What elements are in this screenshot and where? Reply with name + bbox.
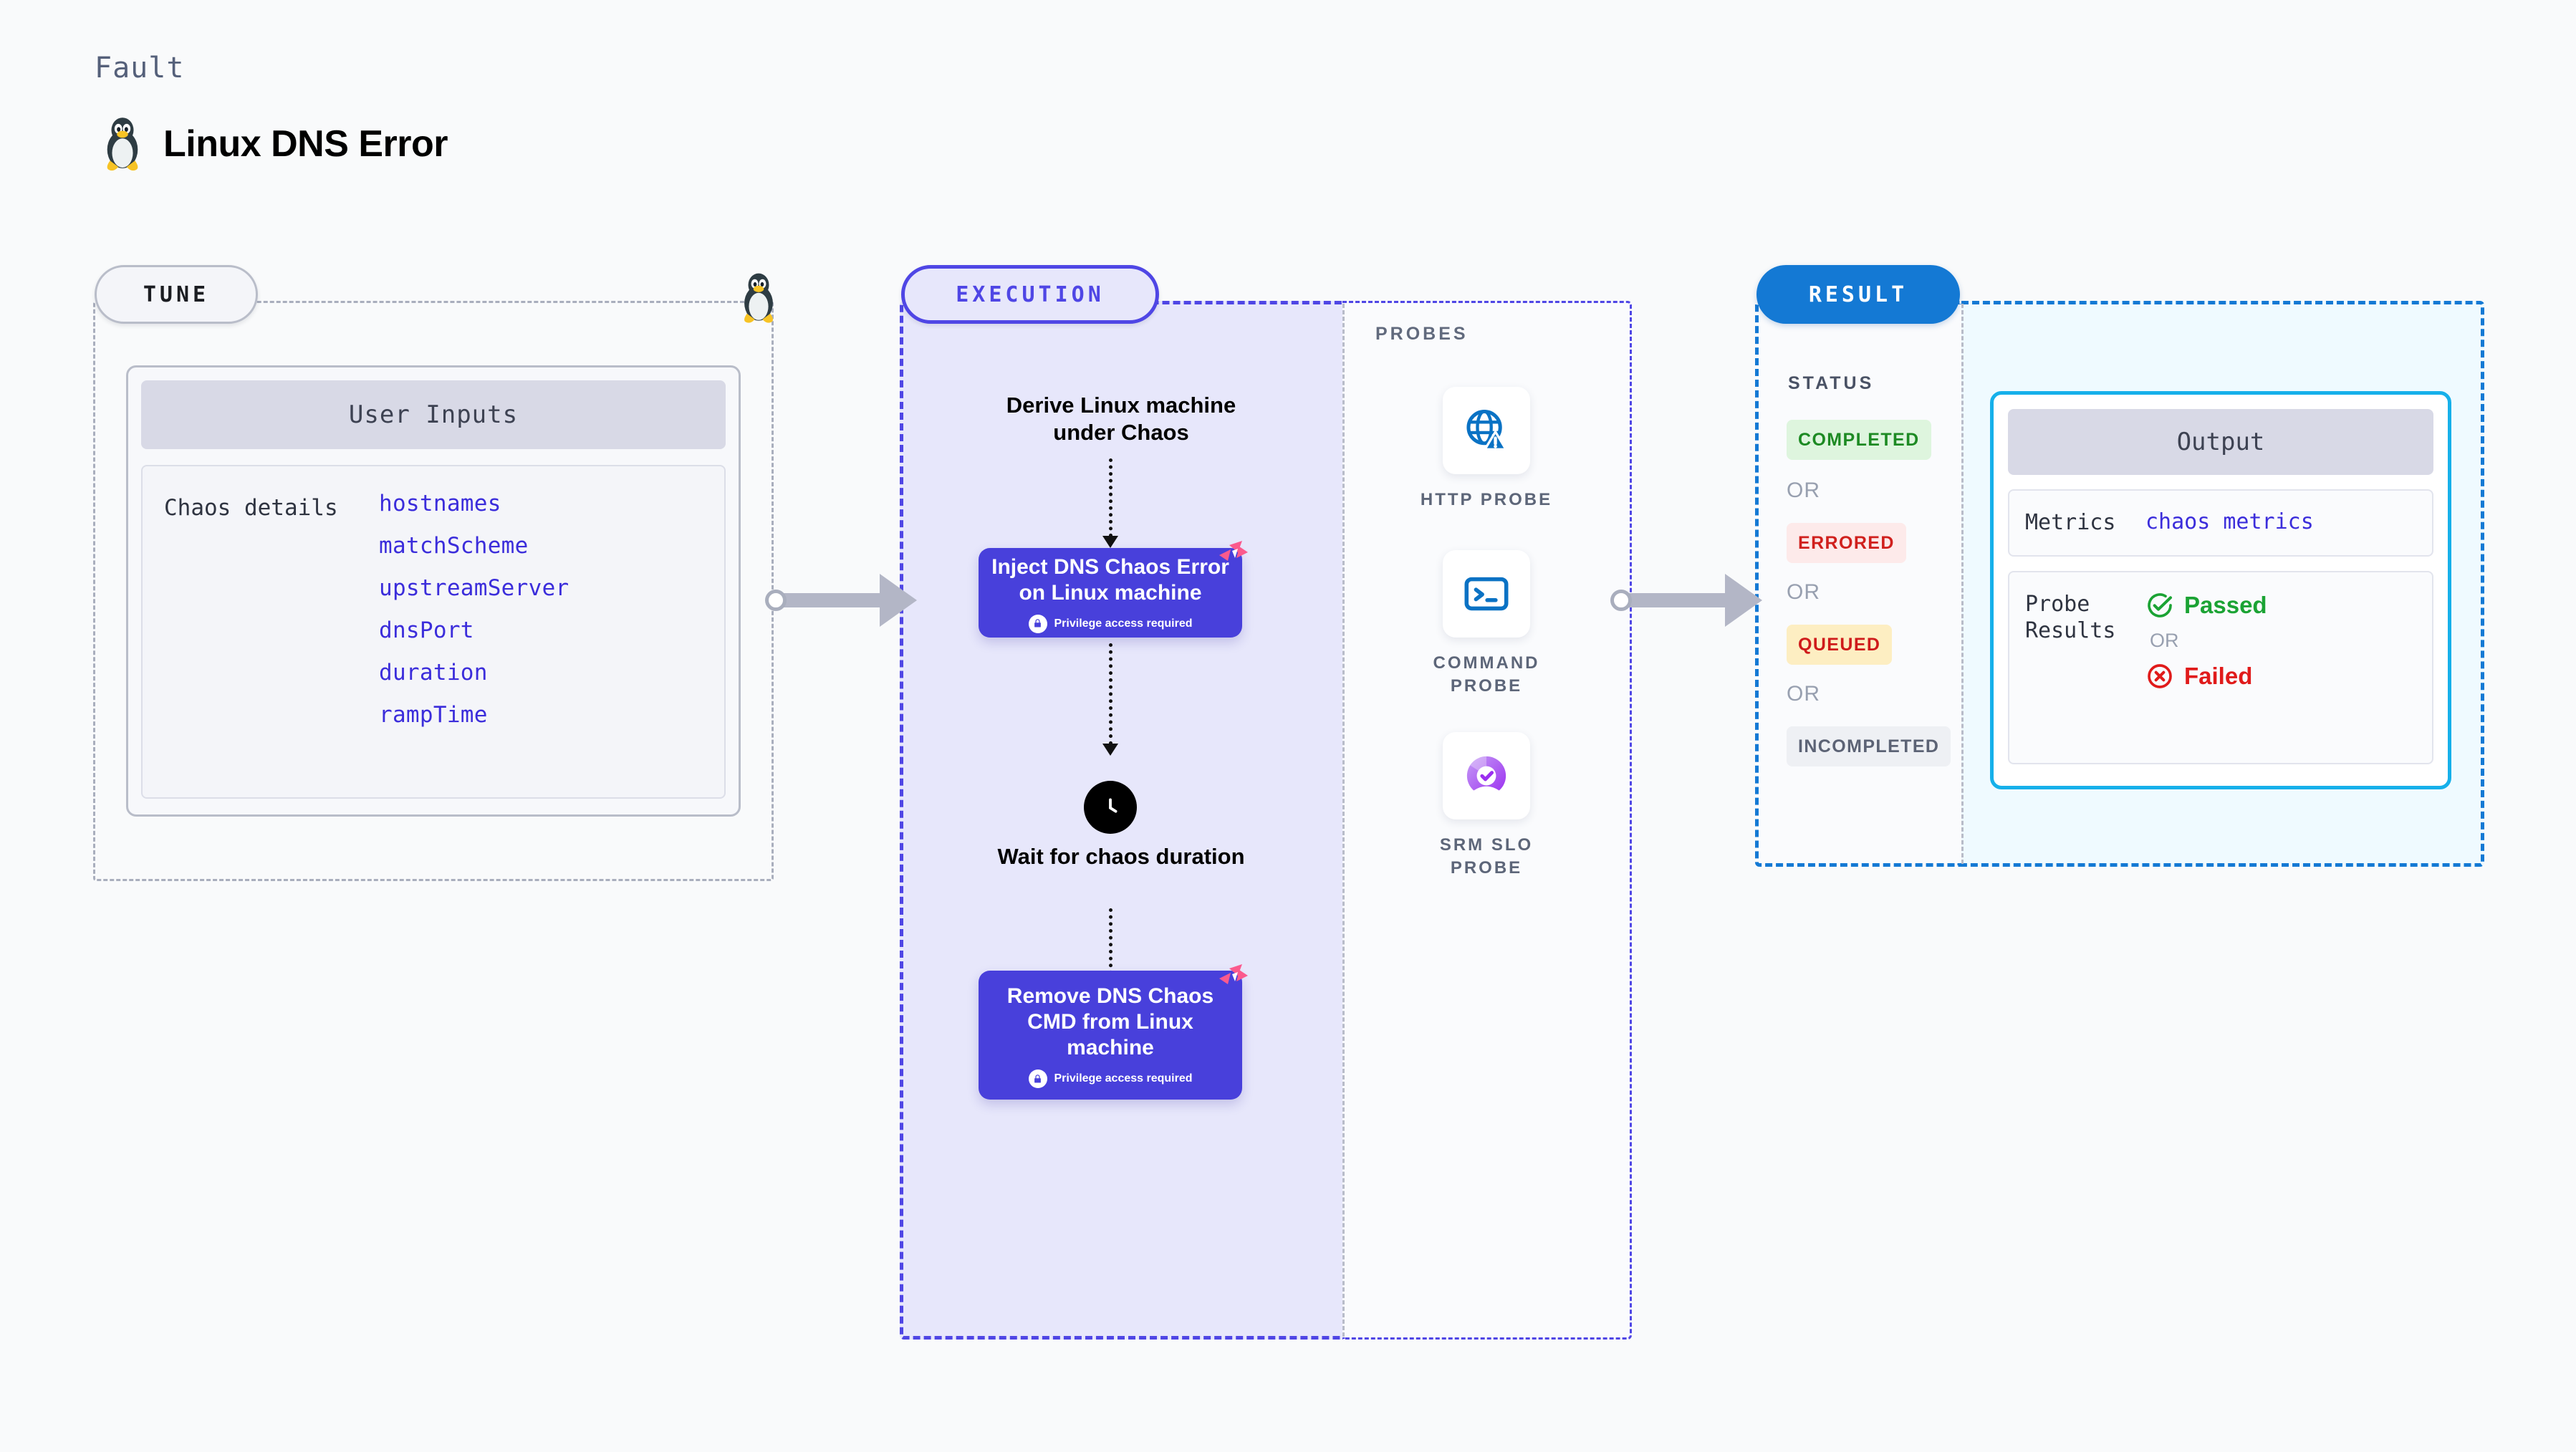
connector-execution-to-result (1610, 574, 1762, 627)
user-inputs-body: Chaos details hostnames matchScheme upst… (141, 465, 726, 799)
verdict-passed: Passed (2145, 591, 2267, 620)
status-or-2: OR (1787, 580, 1820, 604)
verdict-failed-label: Failed (2184, 662, 2253, 689)
page-title-row: Linux DNS Error (100, 115, 448, 173)
clock-icon (1084, 781, 1137, 834)
page-eyebrow: Fault (95, 52, 185, 85)
output-probe-key: Probe Results (2025, 591, 2116, 644)
probe-srm-slo[interactable]: SRM SLO PROBE (1415, 732, 1558, 880)
probe-http-card[interactable] (1443, 387, 1530, 474)
slo-donut-check-icon (1466, 756, 1506, 799)
output-title: Output (2008, 409, 2433, 475)
stage-badge-tune[interactable]: TUNE (95, 265, 258, 324)
node-remove-privilege-text: Privilege access required (1054, 1072, 1193, 1085)
connector-tune-to-execution (765, 574, 917, 627)
status-badge-completed: COMPLETED (1787, 420, 1931, 460)
node-remove-dns-chaos[interactable]: Remove DNS Chaos CMD from Linux machine … (979, 971, 1242, 1100)
chaos-mark-icon (1219, 541, 1248, 561)
node-inject-dns-chaos[interactable]: Inject DNS Chaos Error on Linux machine … (979, 548, 1242, 638)
node-inject-privilege-note: Privilege access required (1028, 614, 1193, 633)
chaos-mark-icon (1219, 964, 1248, 984)
probe-command[interactable]: COMMAND PROBE (1415, 550, 1558, 698)
connector-start-dot (1610, 590, 1632, 611)
output-probe-verdicts: Passed OR Failed (2145, 591, 2267, 744)
probe-srm-slo-label: SRM SLO PROBE (1439, 835, 1534, 878)
status-badge-queued: QUEUED (1787, 625, 1893, 665)
connector-bar (1629, 593, 1729, 607)
input-upstreamserver[interactable]: upstreamServer (379, 575, 569, 601)
stage-badge-result[interactable]: RESULT (1756, 265, 1960, 324)
flow-arrow-2-head (1102, 744, 1118, 756)
linux-penguin-icon (100, 115, 145, 173)
node-remove-title: Remove DNS Chaos CMD from Linux machine (1006, 984, 1214, 1059)
input-matchscheme[interactable]: matchScheme (379, 533, 529, 559)
probe-command-card[interactable] (1443, 550, 1530, 638)
connector-arrowhead (1725, 574, 1762, 627)
flow-arrow-2 (1109, 643, 1112, 745)
node-inject-privilege-text: Privilege access required (1054, 617, 1193, 630)
connector-arrowhead (880, 574, 917, 627)
flow-arrow-3 (1109, 908, 1112, 974)
user-inputs-card: User Inputs Chaos details hostnames matc… (126, 365, 741, 817)
step-derive-label: Derive Linux machine under Chaos (1006, 393, 1236, 445)
output-metrics-row: Metrics chaos metrics (2008, 489, 2433, 557)
chaos-details-list: hostnames matchScheme upstreamServer dns… (379, 491, 569, 773)
check-circle-icon (2148, 592, 2172, 617)
chaos-details-label: Chaos details (164, 495, 338, 521)
x-circle-icon (2148, 663, 2172, 688)
probe-srm-slo-card[interactable] (1443, 732, 1530, 819)
connector-bar (784, 593, 884, 607)
user-inputs-title: User Inputs (141, 380, 726, 449)
input-hostnames[interactable]: hostnames (379, 491, 501, 516)
verdict-passed-label: Passed (2184, 591, 2267, 618)
probes-title: PROBES (1375, 324, 1469, 344)
status-or-3: OR (1787, 682, 1820, 706)
status-badge-errored: ERRORED (1787, 523, 1906, 563)
lock-icon (1028, 614, 1047, 633)
status-title: STATUS (1788, 373, 1875, 393)
step-wait-label: Wait for chaos duration (997, 844, 1245, 869)
input-ramptime[interactable]: rampTime (379, 702, 488, 728)
probe-http[interactable]: HTTP PROBE (1415, 387, 1558, 511)
output-card: Output Metrics chaos metrics Probe Resul… (1990, 391, 2451, 789)
output-metrics-value[interactable]: chaos metrics (2145, 509, 2314, 534)
input-dnsport[interactable]: dnsPort (379, 617, 474, 643)
page-title: Linux DNS Error (163, 123, 448, 165)
flow-arrow-1-head (1102, 536, 1118, 548)
node-remove-privilege-note: Privilege access required (1028, 1069, 1193, 1088)
globe-warning-icon (1466, 409, 1508, 451)
probe-http-label: HTTP PROBE (1420, 490, 1553, 509)
probe-command-label: COMMAND PROBE (1433, 653, 1540, 696)
input-duration[interactable]: duration (379, 660, 488, 686)
output-probe-results-row: Probe Results Passed OR Failed (2008, 570, 2433, 764)
stage-badge-execution[interactable]: EXECUTION (901, 265, 1159, 324)
probes-divider (1342, 304, 1345, 1337)
status-or-1: OR (1787, 479, 1820, 502)
output-metrics-key: Metrics (2025, 510, 2116, 535)
connector-start-dot (765, 590, 787, 611)
flow-arrow-1 (1109, 458, 1112, 537)
tune-linux-penguin-icon (738, 271, 779, 325)
verdict-or: OR (2150, 629, 2179, 651)
lock-icon (1028, 1069, 1047, 1088)
verdict-failed: Failed (2145, 662, 2267, 691)
status-badge-incompleted: INCOMPLETED (1787, 726, 1951, 766)
node-inject-title: Inject DNS Chaos Error on Linux machine (991, 554, 1229, 605)
status-divider (1961, 304, 1964, 864)
terminal-icon (1464, 577, 1509, 611)
